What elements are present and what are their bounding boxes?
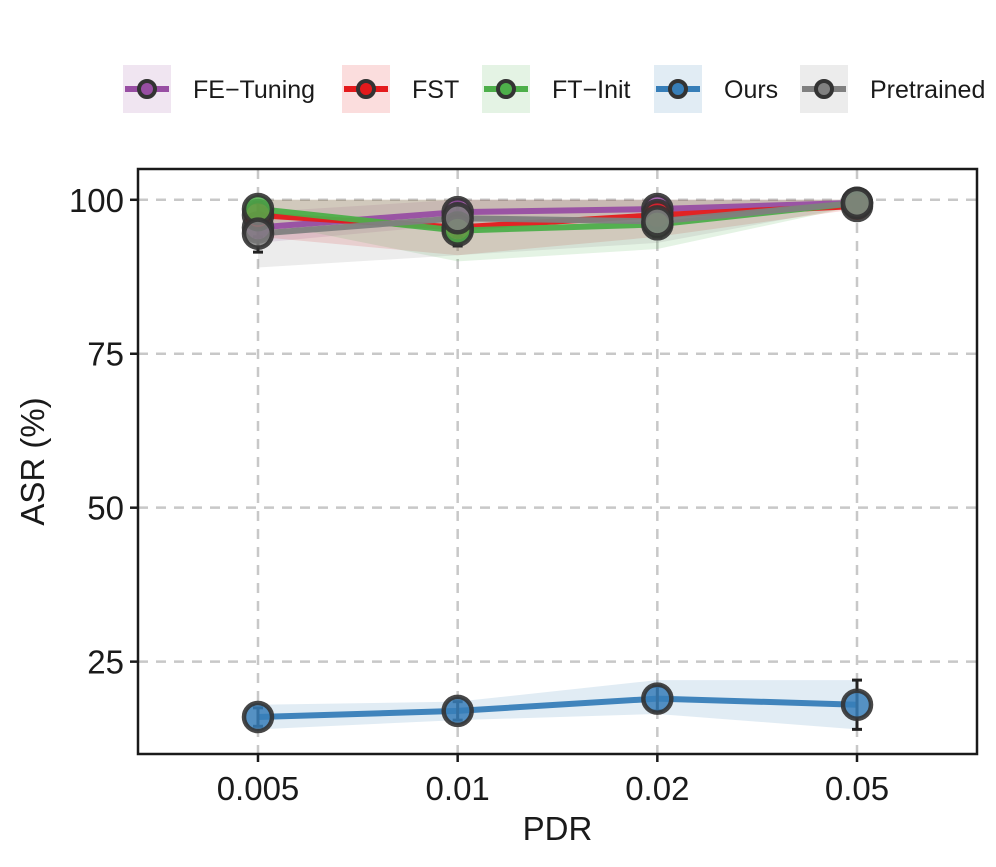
x-tick-label: 0.01	[426, 770, 490, 807]
legend-item: FST	[342, 65, 459, 113]
legend-item: FT−Init	[482, 65, 631, 113]
legend-key-marker	[814, 79, 834, 99]
series-line	[257, 199, 858, 237]
data-point	[641, 205, 674, 238]
series-lines	[257, 199, 858, 721]
legend-key-marker	[137, 79, 157, 99]
legend-item: Ours	[654, 65, 778, 113]
x-axis-ticks: 0.005 0.01 0.02 0.05	[217, 754, 889, 807]
legend-label: Pretrained	[870, 76, 985, 104]
x-tick-label: 0.05	[825, 770, 889, 807]
data-point	[641, 682, 674, 715]
legend-key-marker	[668, 79, 688, 99]
data-point	[840, 186, 874, 220]
y-tick-label: 25	[87, 644, 124, 681]
legend-label: FT−Init	[552, 76, 631, 104]
legend-key-marker	[356, 79, 376, 99]
data-point	[241, 700, 275, 734]
data-point	[441, 694, 474, 728]
y-tick-label: 75	[87, 336, 124, 373]
legend: FE−Tuning FST FT−Init Ours Pretrained	[123, 65, 985, 113]
plot-frame	[136, 167, 979, 756]
confidence-bands	[258, 199, 857, 730]
data-point	[441, 202, 474, 235]
y-axis-label: ASR (%)	[14, 397, 51, 525]
legend-item: FE−Tuning	[123, 65, 315, 113]
legend-label: Ours	[724, 76, 778, 104]
x-tick-label: 0.02	[625, 770, 689, 807]
y-axis-ticks: 25 50 75 100	[69, 182, 138, 681]
series-line	[257, 695, 858, 721]
y-tick-label: 100	[69, 182, 124, 219]
data-point	[241, 217, 275, 250]
data-point	[840, 688, 874, 721]
x-tick-label: 0.005	[217, 770, 300, 807]
data-points	[241, 186, 874, 734]
legend-item: Pretrained	[800, 65, 985, 113]
y-tick-label: 50	[87, 490, 124, 527]
error-bars	[253, 198, 862, 731]
legend-label: FE−Tuning	[193, 76, 315, 104]
legend-label: FST	[412, 76, 459, 104]
legend-key-marker	[496, 79, 516, 99]
grid	[138, 169, 977, 754]
x-axis-label: PDR	[523, 810, 593, 847]
